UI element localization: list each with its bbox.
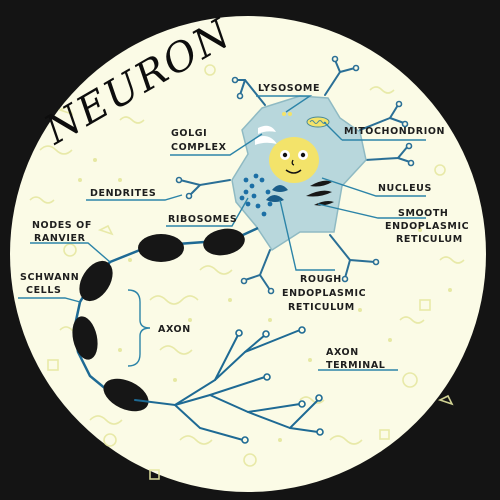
lysosome-shape (282, 112, 292, 116)
label-axon-terminal-line1: AXON (326, 347, 359, 358)
label-schwann-line2: CELLS (26, 285, 61, 296)
label-smooth-er-line1: SMOOTH (398, 208, 448, 219)
label-nucleus: NUCLEUS (378, 183, 432, 194)
label-axon-terminal-line2: TERMINAL (326, 360, 385, 371)
axon-terminal-tips (235, 326, 324, 444)
label-smooth-er-line2: ENDOPLASMIC (385, 221, 469, 232)
nucleus-face (269, 137, 319, 183)
label-schwann-line1: SCHWANN (20, 272, 79, 283)
ribosomes-shape (239, 173, 273, 217)
label-golgi-line2: COMPLEX (171, 142, 227, 153)
label-ribosomes: RIBOSOMES (168, 214, 237, 225)
golgi-complex (255, 125, 277, 145)
label-nodes-line2: RANVIER (34, 233, 86, 244)
label-axon: AXON (158, 324, 191, 335)
mitochondrion-shape (306, 116, 330, 128)
axon-terminal-branches (134, 329, 319, 441)
label-mitochondrion: MITOCHONDRION (344, 126, 445, 137)
label-smooth-er-line3: RETICULUM (396, 234, 463, 245)
label-lysosome: LYSOSOME (258, 83, 320, 94)
label-rough-er-line1: ROUGH (300, 274, 342, 285)
leader-lines (18, 95, 426, 371)
label-golgi-line1: GOLGI (171, 128, 207, 139)
label-dendrites: DENDRITES (90, 188, 156, 199)
axon-bracket (127, 289, 151, 367)
label-rough-er-line3: RETICULUM (288, 302, 355, 313)
label-nodes-line1: NODES OF (32, 220, 92, 231)
background-dots (78, 158, 452, 442)
dendrite-tips (175, 55, 415, 295)
background-doodles (29, 64, 465, 480)
label-rough-er-line2: ENDOPLASMIC (282, 288, 366, 299)
background-disc (10, 16, 486, 492)
myelin-sheaths (72, 228, 245, 412)
